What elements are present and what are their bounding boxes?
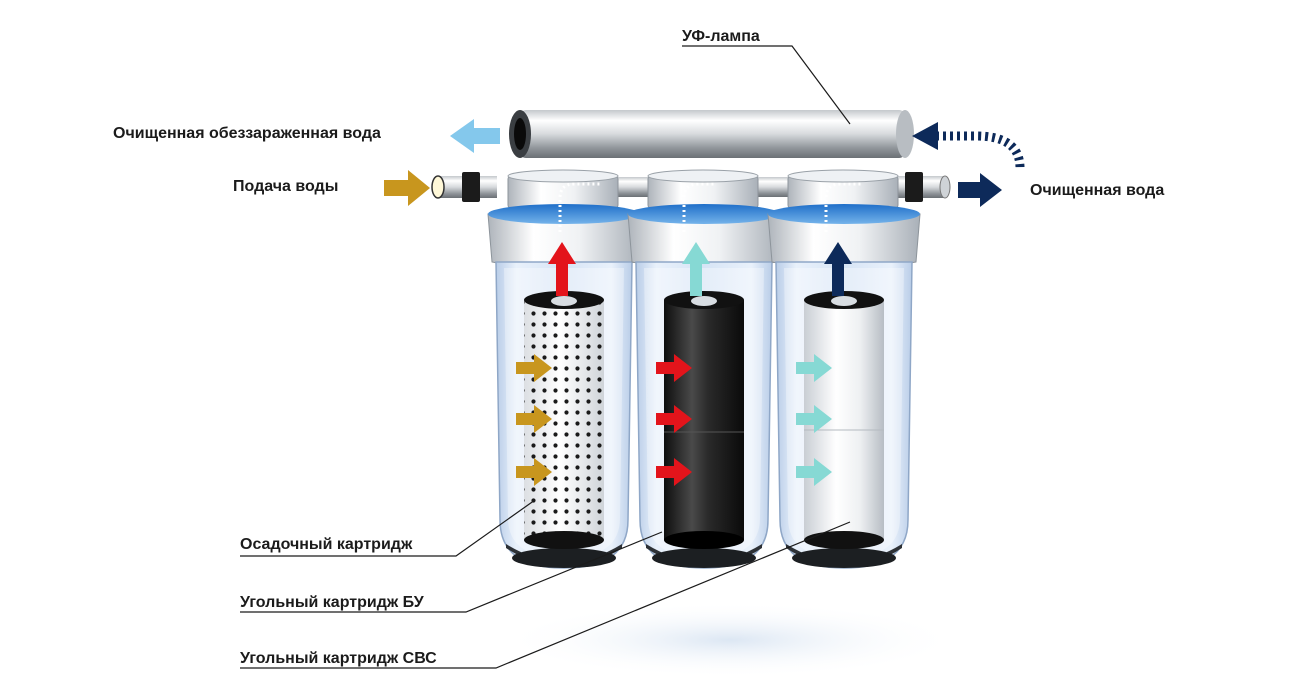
water-surface-2 [628, 204, 780, 224]
flow-up-arrow-2 [682, 242, 710, 296]
leader-line-cbc [240, 521, 851, 669]
label-carbon-cartridge-cbc: Угольный картридж СВС [240, 650, 437, 667]
leader-line-bu [240, 531, 663, 613]
outlet-arrow [958, 173, 1002, 207]
leader-line-uv [682, 45, 851, 125]
side-flow-arrows-2 [656, 354, 692, 486]
cartridge-core-3 [831, 296, 857, 306]
cartridge-core-2 [691, 296, 717, 306]
inlet-pipe [431, 172, 497, 202]
label-carbon-cartridge-bu: Угольный картридж БУ [240, 594, 424, 611]
connector-pipe-2 [748, 177, 798, 197]
internal-flow-path-3 [824, 182, 862, 232]
flow-up-arrow-3 [824, 242, 852, 296]
connector-pipe-1 [608, 177, 658, 197]
label-uv-lamp: УФ-лампа [682, 28, 760, 45]
water-surface-1 [488, 204, 640, 224]
internal-flow-path-2 [682, 182, 716, 232]
side-flow-arrows-3 [796, 354, 832, 486]
flow-up-arrow-1 [548, 242, 576, 296]
label-clean-water: Очищенная вода [1030, 182, 1165, 199]
label-clean-disinfected-water: Очищенная обеззараженная вода [113, 125, 381, 142]
inlet-pipe-opening [431, 175, 445, 199]
side-flow-arrows-1 [516, 354, 552, 486]
cartridge-core-1 [551, 296, 577, 306]
water-surface-3 [768, 204, 920, 224]
internal-flow-path-1 [558, 182, 600, 232]
uv-lamp [509, 110, 914, 158]
inlet-arrow [384, 170, 430, 206]
leader-line-sediment [240, 499, 536, 557]
label-sediment-cartridge: Осадочный картридж [240, 536, 413, 553]
disinfected-water-arrow [450, 119, 500, 153]
uv-inlet-dotted-arrow [912, 122, 1025, 169]
floor-shadow [500, 602, 960, 678]
label-water-supply: Подача воды [233, 178, 339, 195]
